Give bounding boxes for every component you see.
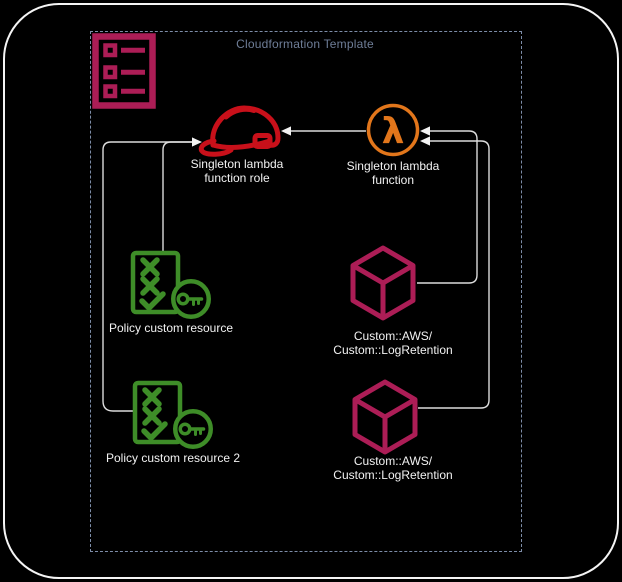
template-box-title: Cloudformation Template [236, 37, 374, 51]
arrowhead-into-lambda-bottom [420, 136, 430, 146]
singleton-lambda-function-role-label: Singleton lambda function role [190, 157, 284, 185]
policy-custom-resource-icon [132, 380, 213, 449]
edge-policy2-role [102, 141, 193, 412]
custom-resource-cube-icon [350, 245, 416, 321]
iam-role-icon [198, 105, 281, 157]
policy-custom-resource-icon [130, 250, 211, 319]
custom-log-retention-1-line2: Custom::LogRetention [333, 342, 453, 357]
policy-custom-resource-2-label: Policy custom resource 2 [105, 451, 241, 465]
arrowhead-into-role-right [281, 126, 291, 136]
custom-log-retention-2-label: Custom::AWS/ Custom::LogRetention [323, 454, 463, 482]
lambda-function-icon: λ [366, 103, 420, 157]
custom-log-retention-1-line1: Custom::AWS/ [353, 329, 433, 343]
edge-custom2-lambda [418, 140, 490, 409]
svg-text:λ: λ [382, 111, 405, 152]
singleton-lambda-function-label: Singleton lambda function [346, 159, 440, 187]
custom-log-retention-2-line2: Custom::LogRetention [333, 467, 453, 482]
cloudformation-template-icon [92, 33, 156, 109]
arrowhead-into-lambda-top [420, 126, 430, 136]
edge-custom1-lambda [417, 130, 478, 284]
custom-log-retention-2-line1: Custom::AWS/ [353, 454, 433, 468]
custom-resource-cube-icon [352, 379, 418, 455]
arrowhead-into-role-left [192, 137, 202, 147]
custom-log-retention-1-label: Custom::AWS/ Custom::LogRetention [323, 329, 463, 357]
policy-custom-resource-label: Policy custom resource [108, 321, 234, 335]
cloudformation-template-boundary [90, 31, 522, 552]
